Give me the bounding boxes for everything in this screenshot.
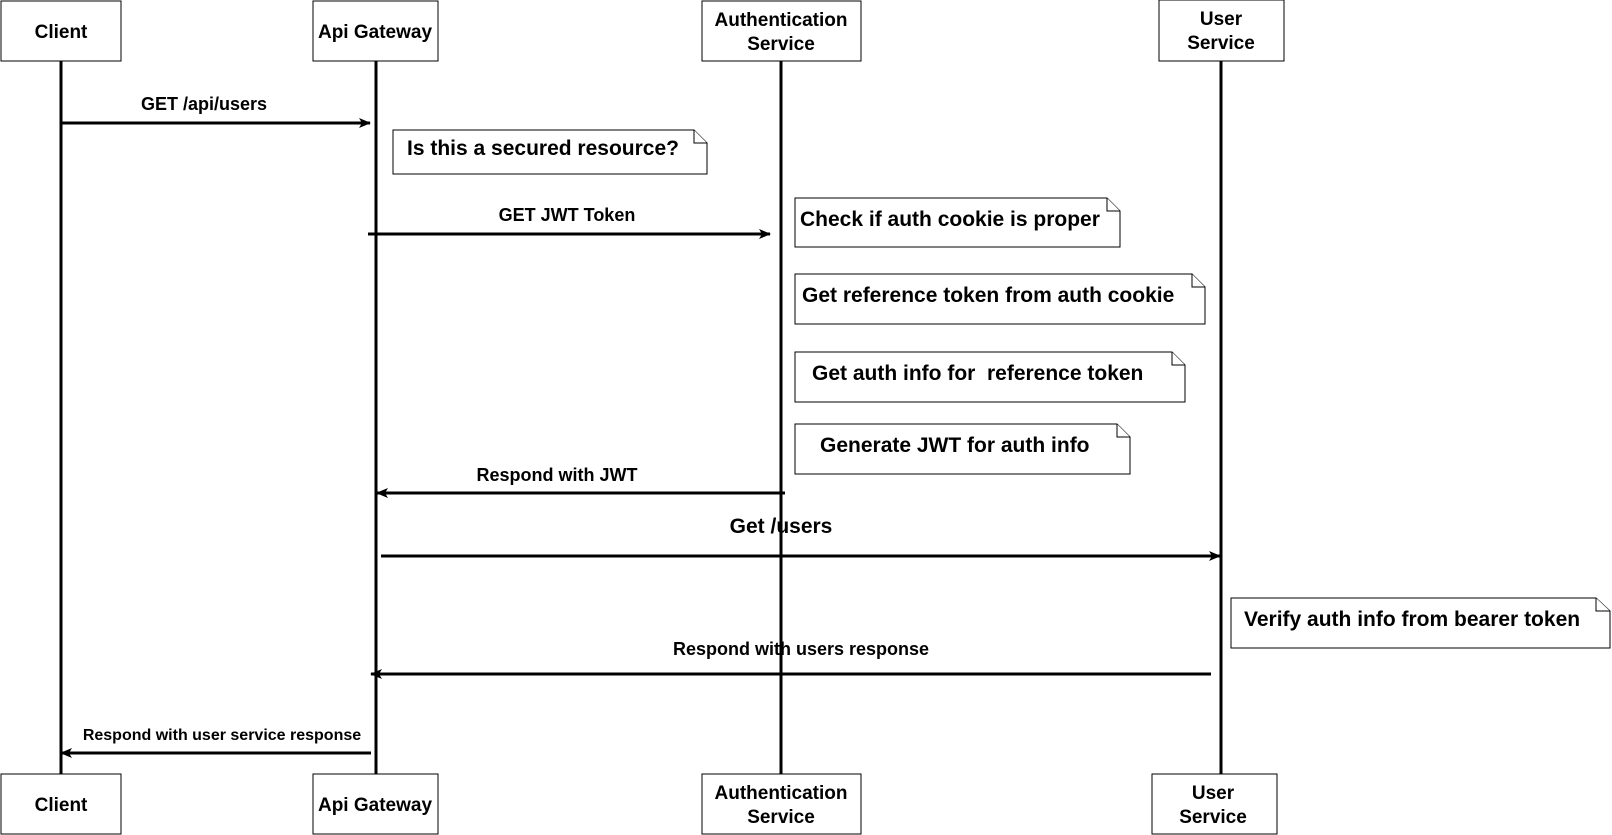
note-text: Check if auth cookie is proper [800,208,1100,231]
participant-client-label: Client [35,795,88,816]
note-get-reference-token: Get reference token from auth cookie [794,273,1206,325]
participant-api-gateway-label: Api Gateway [318,22,432,43]
participant-authentication-service-label-line2: Service [747,34,815,55]
participant-authentication-service-label-line2: Service [747,807,815,828]
message-label: GET JWT Token [499,205,636,225]
participant-client-bottom: Client [0,773,122,835]
note-secured-resource: Is this a secured resource? [392,129,708,175]
message-label: Respond with JWT [477,465,638,485]
participant-api-gateway-bottom: Api Gateway [312,773,439,835]
message-respond-with-users-response: Respond with users response [370,639,1211,679]
participant-client-top: Client [0,0,122,62]
participant-authentication-service-label-line1: Authentication [715,10,848,31]
message-get-api-users: GET /api/users [61,94,371,128]
message-respond-with-jwt: Respond with JWT [376,465,785,498]
note-text: Get reference token from auth cookie [802,284,1174,307]
message-label: GET /api/users [141,94,267,114]
message-label: Respond with user service response [83,727,361,744]
participant-authentication-service-top: Authentication Service [701,0,862,62]
note-check-auth-cookie: Check if auth cookie is proper [794,197,1121,248]
note-text: Generate JWT for auth info [820,434,1090,457]
participant-user-service-label-line1: User [1200,9,1243,30]
participant-user-service-label-line2: Service [1179,807,1247,828]
participant-user-service-top: User Service [1158,0,1285,62]
note-generate-jwt: Generate JWT for auth info [794,423,1131,475]
message-label: Respond with users response [673,639,929,659]
participant-user-service-label-line1: User [1192,783,1235,804]
participant-client-label: Client [35,22,88,43]
participant-authentication-service-label-line1: Authentication [715,783,848,804]
participant-api-gateway-label: Api Gateway [318,795,432,816]
note-text: Is this a secured resource? [407,137,679,160]
message-respond-with-user-service-response: Respond with user service response [60,727,371,758]
participant-authentication-service-bottom: Authentication Service [701,773,862,835]
message-label: Get /users [730,515,833,538]
note-get-auth-info: Get auth info for reference token [794,351,1186,403]
message-get-jwt-token: GET JWT Token [368,205,771,239]
note-text: Get auth info for reference token [812,362,1143,385]
participant-api-gateway-top: Api Gateway [312,0,439,62]
message-get-users: Get /users [381,515,1221,561]
participant-user-service-label-line2: Service [1187,33,1255,54]
note-text: Verify auth info from bearer token [1244,608,1580,631]
participant-user-service-bottom: User Service [1151,773,1278,835]
note-verify-auth-info: Verify auth info from bearer token [1230,597,1611,649]
